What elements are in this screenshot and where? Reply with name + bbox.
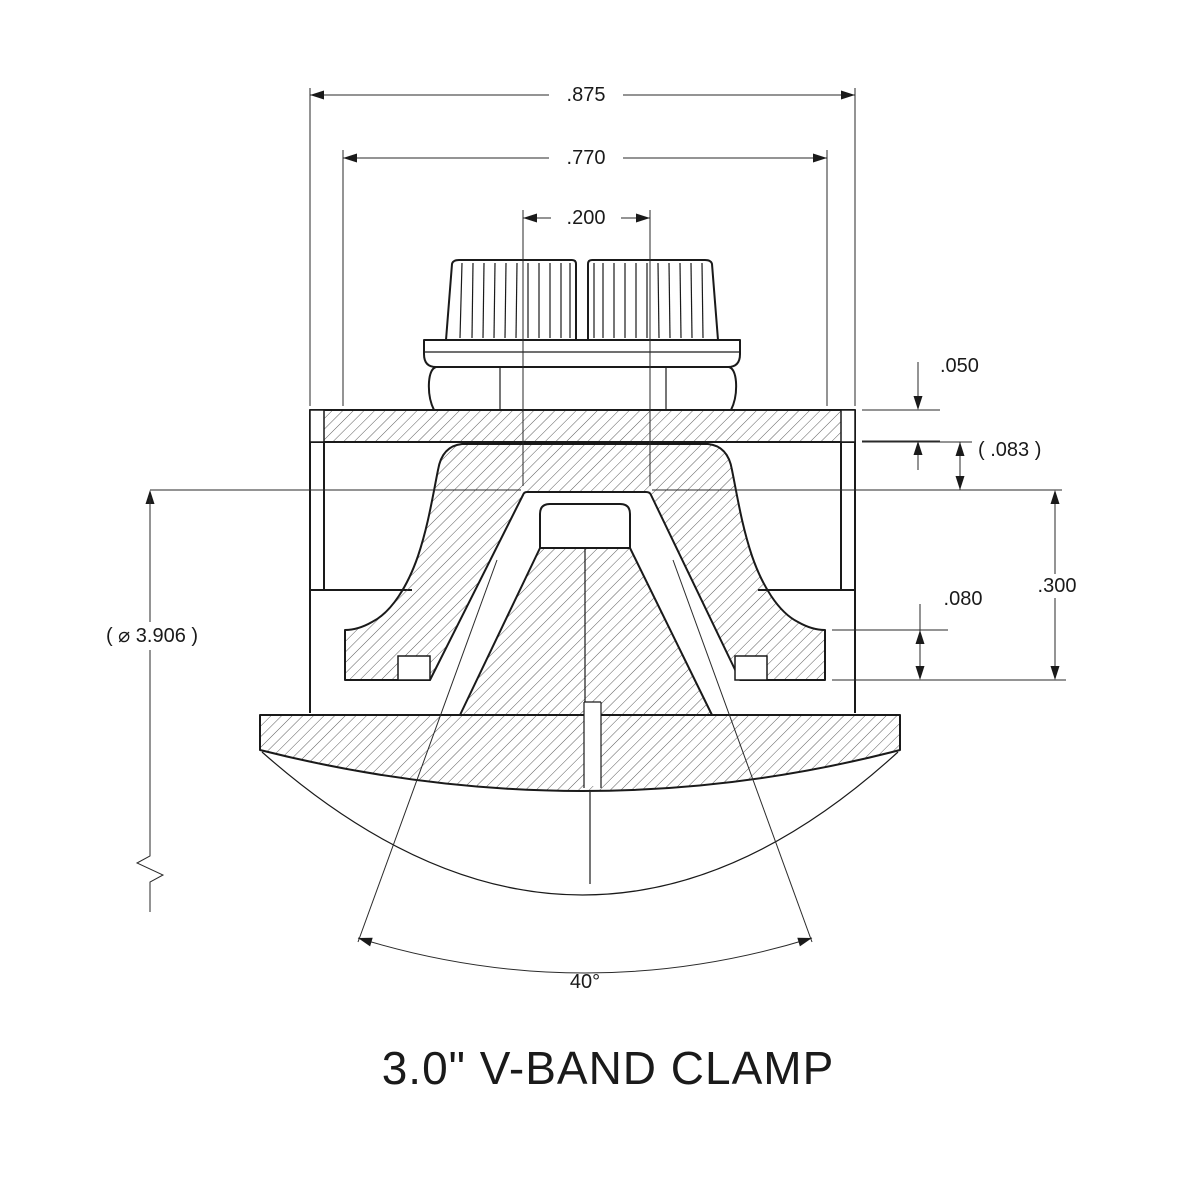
band-sides: [309, 442, 856, 713]
drawing-title: 3.0" V-BAND CLAMP: [382, 1042, 835, 1094]
dim-875-label: .875: [567, 84, 606, 106]
dim-875: .875: [309, 84, 856, 406]
dim-diameter-label: ( ⌀ 3.906 ): [106, 625, 198, 647]
dim-200-label: .200: [567, 207, 606, 229]
dim-40deg-label: 40°: [570, 971, 600, 993]
dim-300: .300: [832, 490, 1077, 681]
band-plate: [309, 409, 856, 443]
dim-770-label: .770: [567, 147, 606, 169]
dim-083: ( .083 ): [862, 439, 1041, 490]
pipe-outline-arc: [261, 751, 899, 896]
v-retainer-section: [344, 443, 826, 681]
nut-pocket: [539, 503, 631, 548]
pipe-flange-section: [459, 547, 713, 716]
clamp-band: [309, 409, 856, 713]
foot-notch-left: [397, 655, 431, 681]
flange-gap: [584, 702, 601, 786]
dim-200: .200: [522, 207, 651, 486]
serrated-nut: [445, 259, 719, 341]
hex-flange: [423, 339, 741, 368]
pipe-slab: [259, 701, 901, 896]
dim-083-label: ( .083 ): [978, 439, 1041, 461]
groove-angle-construction: 40°: [357, 559, 813, 993]
dim-300-label: .300: [1038, 575, 1077, 597]
dim-080: .080: [832, 588, 982, 680]
serration-lines: [459, 262, 704, 339]
nut-base: [427, 366, 738, 411]
band-end-left: [309, 409, 325, 443]
dim-050-label: .050: [940, 355, 979, 377]
angle-dimension-arc: [357, 937, 813, 974]
dim-770: .770: [342, 147, 828, 406]
dim-diameter: ( ⌀ 3.906 ): [106, 489, 1062, 912]
band-end-right: [840, 409, 856, 443]
dim-050: .050: [862, 355, 979, 470]
foot-notch-right: [734, 655, 768, 681]
dim-080-label: .080: [944, 588, 983, 610]
break-symbol: [135, 850, 165, 912]
bolt-assembly: [423, 259, 741, 411]
